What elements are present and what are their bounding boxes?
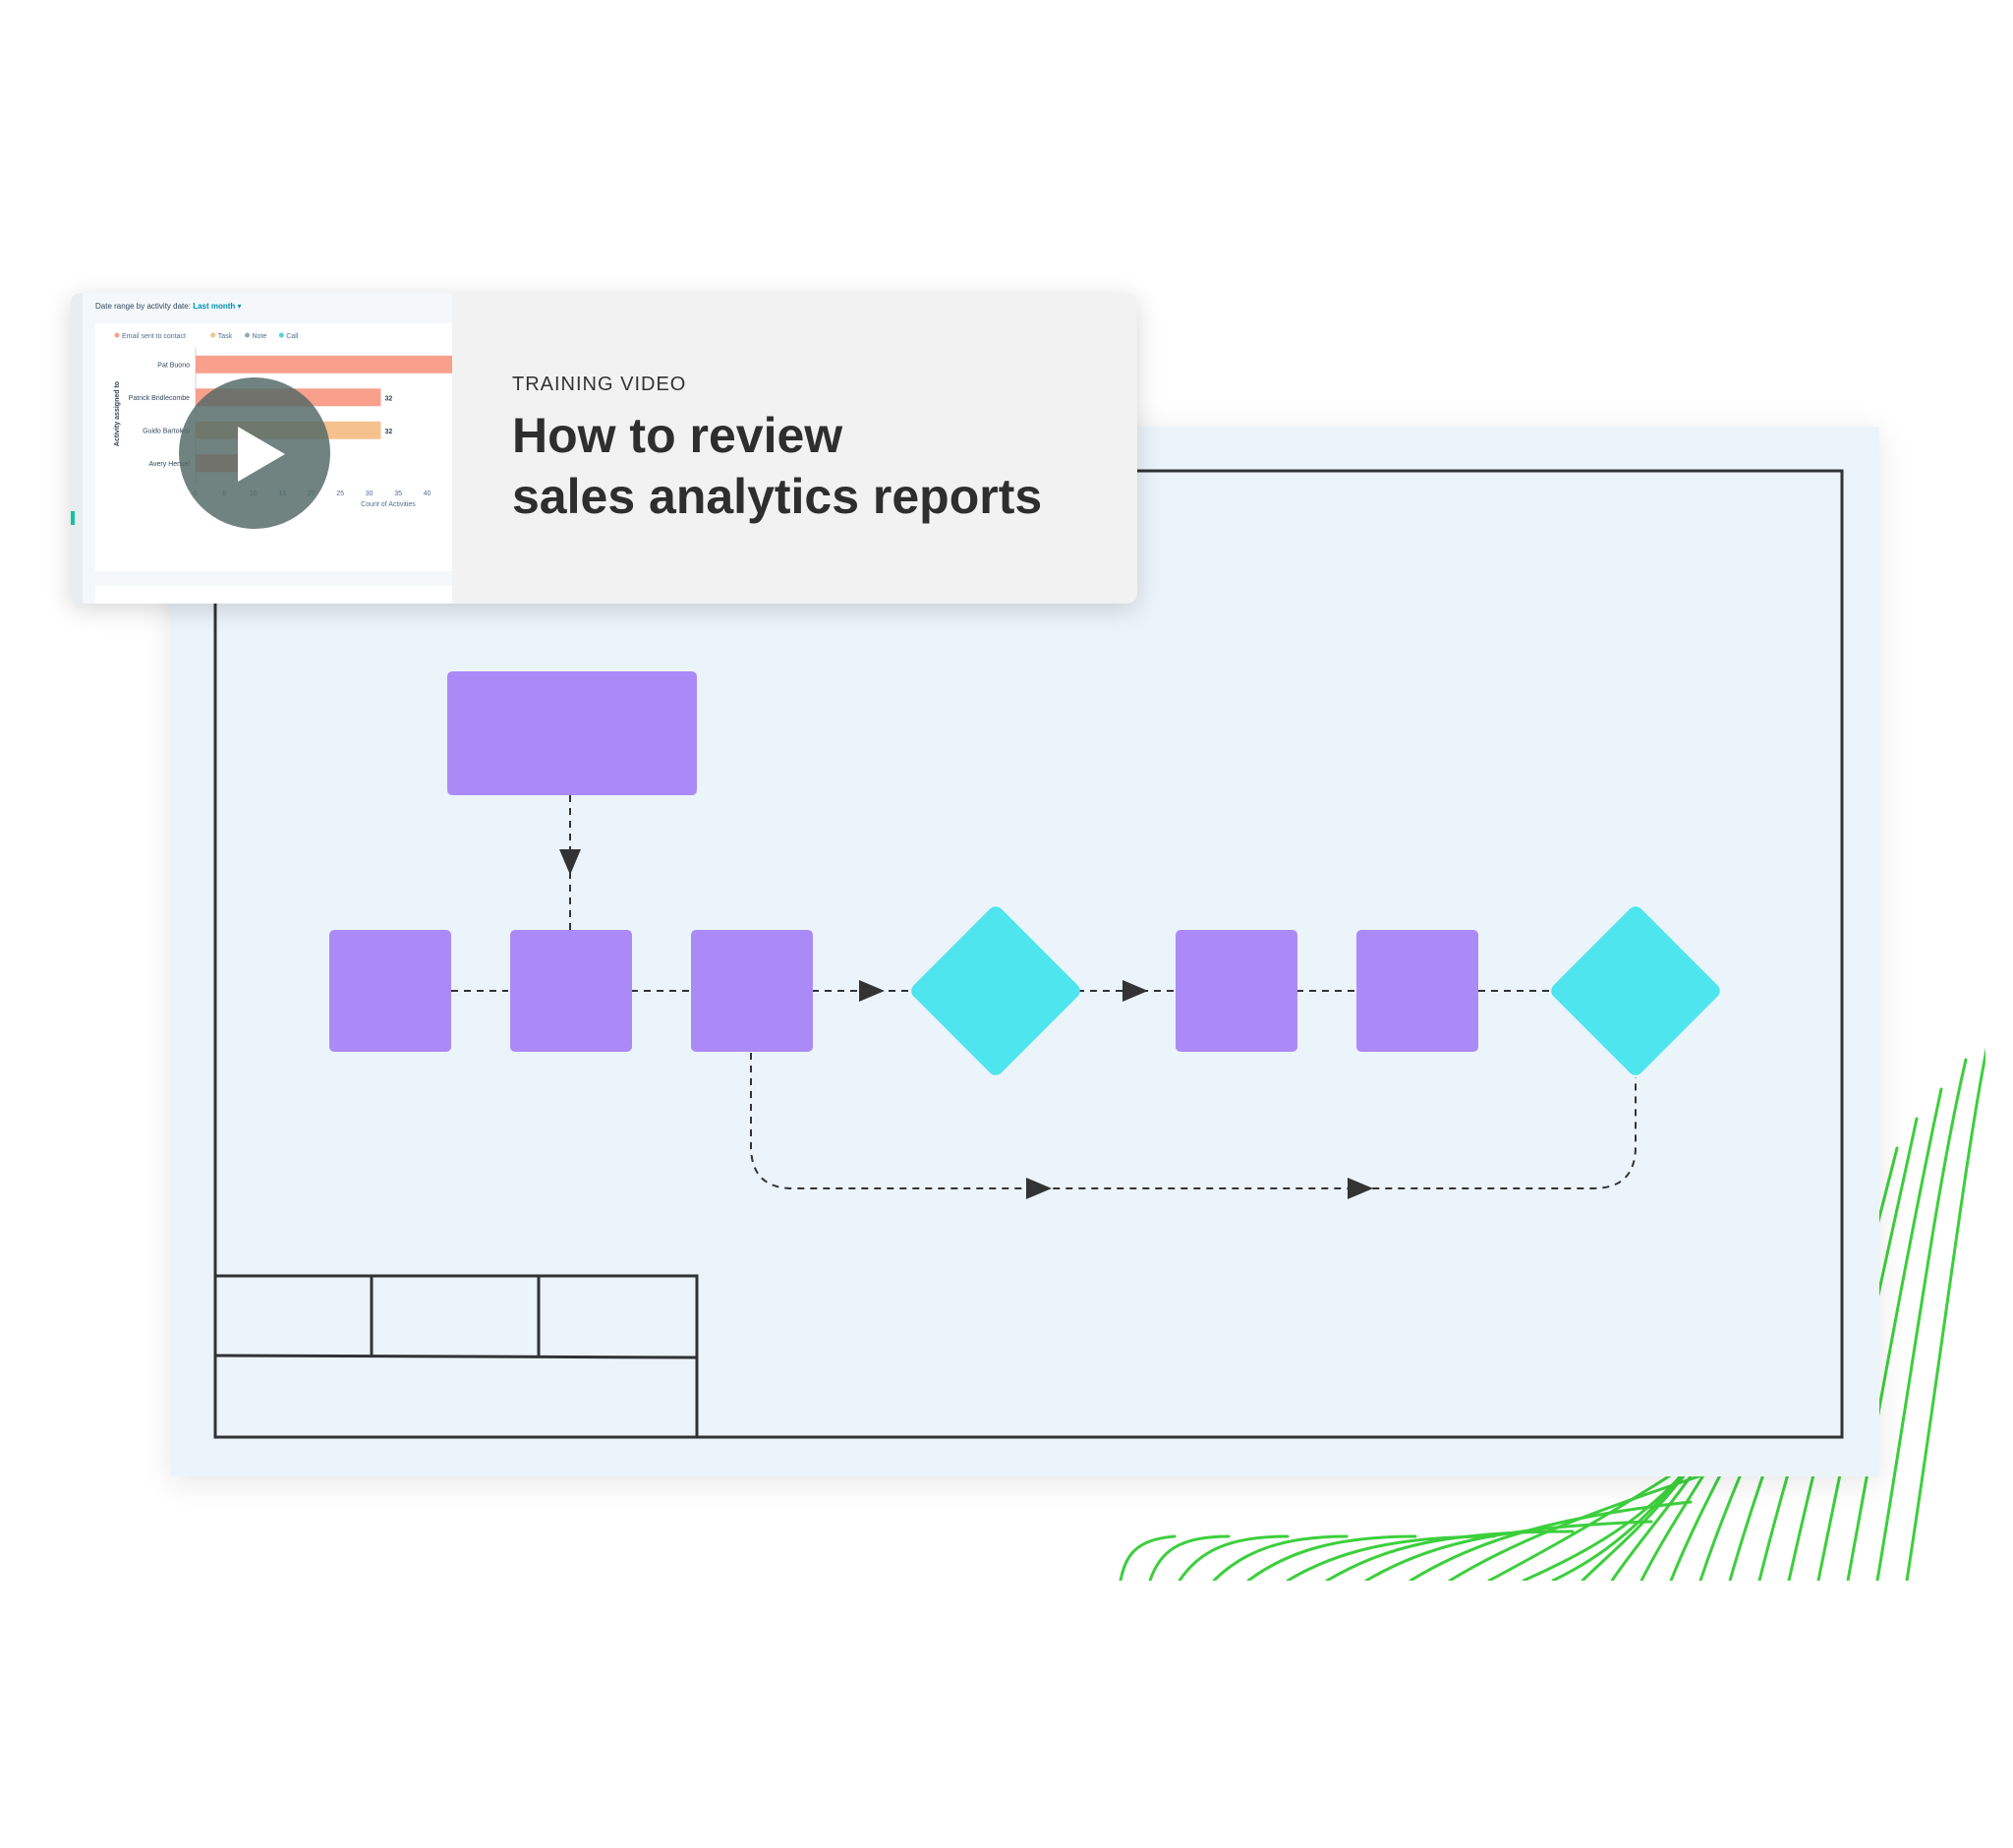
video-kicker: TRAINING VIDEO <box>512 374 687 395</box>
video-title[interactable]: How to review sales analytics reports <box>512 405 1122 527</box>
legend-label: Note <box>253 333 267 340</box>
x-axis-title: Count of Activities <box>361 501 416 508</box>
decision-diamond[interactable] <box>1548 903 1723 1078</box>
play-icon <box>238 427 285 482</box>
x-tick-label: 30 <box>366 491 374 497</box>
arrow-down-icon <box>559 849 581 875</box>
bar-data-label: 32 <box>384 429 392 435</box>
chart-bar <box>196 355 452 374</box>
process-box[interactable] <box>1356 930 1478 1052</box>
video-thumbnail[interactable]: Date range by activity date: Last month … <box>71 293 452 604</box>
training-video-card[interactable]: Date range by activity date: Last month … <box>71 293 1137 604</box>
category-label: Avery Hensel <box>148 461 190 468</box>
play-button[interactable] <box>179 377 330 529</box>
process-box[interactable] <box>1176 930 1297 1052</box>
date-range-label: Date range by activity date: <box>95 302 191 311</box>
y-axis-title: Activity assigned to <box>114 381 121 446</box>
legend-swatch <box>210 332 216 338</box>
video-title-line-2: sales analytics reports <box>512 469 1043 524</box>
date-range-filter: Date range by activity date: Last month … <box>95 302 242 311</box>
category-label: Pat Buono <box>157 362 190 369</box>
category-label: Patrick Bridlecombe <box>129 395 190 402</box>
legend-label: Task <box>218 333 233 340</box>
video-title-line-1: How to review <box>512 408 843 463</box>
legend-label: Email sent to contact <box>122 333 186 340</box>
x-tick-label: 25 <box>336 491 344 497</box>
arrow-right-icon <box>1348 1178 1373 1199</box>
date-range-value: Last month ▾ <box>193 302 242 311</box>
arrow-right-icon <box>859 980 885 1002</box>
process-box[interactable] <box>510 930 632 1052</box>
process-box[interactable] <box>691 930 813 1052</box>
legend-swatch <box>278 332 284 338</box>
legend-swatch <box>245 332 250 338</box>
category-label: Guido Bartolesi <box>143 428 190 434</box>
arrow-right-icon <box>1026 1178 1052 1199</box>
x-tick-label: 40 <box>424 491 431 497</box>
legend-label: Call <box>286 333 299 340</box>
process-box-top[interactable] <box>447 671 697 795</box>
loop-connector-line <box>750 1053 1637 1189</box>
thumbnail-accent <box>71 511 75 525</box>
decision-diamond[interactable] <box>908 903 1083 1078</box>
bar-data-label: 32 <box>384 395 392 402</box>
thumbnail-sidebar <box>71 293 83 604</box>
x-tick-label: 35 <box>394 491 402 497</box>
thumbnail-second-card <box>95 586 452 604</box>
process-box[interactable] <box>329 930 451 1052</box>
title-block-divider <box>214 1354 698 1359</box>
arrow-right-icon <box>1122 980 1148 1002</box>
legend-swatch <box>114 332 120 338</box>
